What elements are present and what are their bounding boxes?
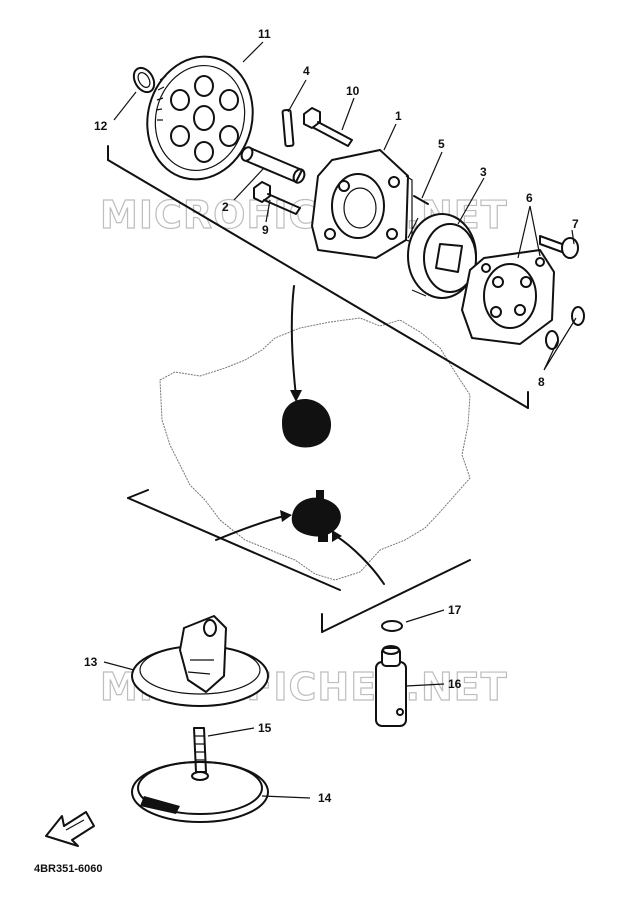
engine-case-outline (159, 317, 471, 581)
part-13-strainer (131, 615, 269, 707)
callout-6: 6 (526, 191, 533, 205)
part-11-gear (146, 55, 254, 181)
part-16-plug (375, 645, 407, 727)
callout-13: 13 (84, 655, 98, 669)
callout-15: 15 (258, 721, 272, 735)
upper-group-bracket (107, 159, 529, 409)
diagram-code: 4BR351-6060 (34, 863, 103, 875)
callout-10: 10 (346, 84, 360, 98)
callout-14: 14 (318, 791, 332, 805)
callout-2: 2 (222, 200, 229, 214)
mount-point-upper (282, 398, 332, 448)
callout-9: 9 (262, 223, 269, 237)
callout-labels: 1 2 3 4 5 6 7 8 9 10 11 12 13 14 15 16 1… (84, 27, 579, 805)
part-3-rotor (407, 213, 477, 299)
callout-1: 1 (395, 109, 402, 123)
callout-7: 7 (572, 217, 579, 231)
part-15-bolt (191, 727, 209, 781)
part-2-shaft (240, 146, 306, 184)
leader-lines (103, 41, 577, 799)
part-12-circlip (132, 66, 156, 94)
part-7-screw (539, 235, 579, 259)
callout-5: 5 (438, 137, 445, 151)
lower-bracket-right (321, 559, 471, 633)
callout-16: 16 (448, 677, 462, 691)
front-arrow-icon (45, 811, 95, 847)
part-1-pump-housing (311, 149, 413, 259)
callout-4: 4 (303, 64, 310, 78)
callout-12: 12 (94, 119, 108, 133)
flow-arrows (215, 285, 385, 585)
part-4-pin (281, 108, 295, 148)
callout-3: 3 (480, 165, 487, 179)
callout-8: 8 (538, 375, 545, 389)
part-17-o-ring (381, 620, 403, 632)
lower-bracket-left (127, 497, 341, 591)
part-6-pump-cover (461, 249, 555, 345)
mount-point-lower (291, 490, 341, 542)
callout-17: 17 (448, 603, 462, 617)
part-14-gasket (131, 761, 269, 823)
callout-11: 11 (258, 27, 271, 41)
part-5-dowel (413, 195, 429, 205)
part-10-bolt (303, 107, 353, 147)
